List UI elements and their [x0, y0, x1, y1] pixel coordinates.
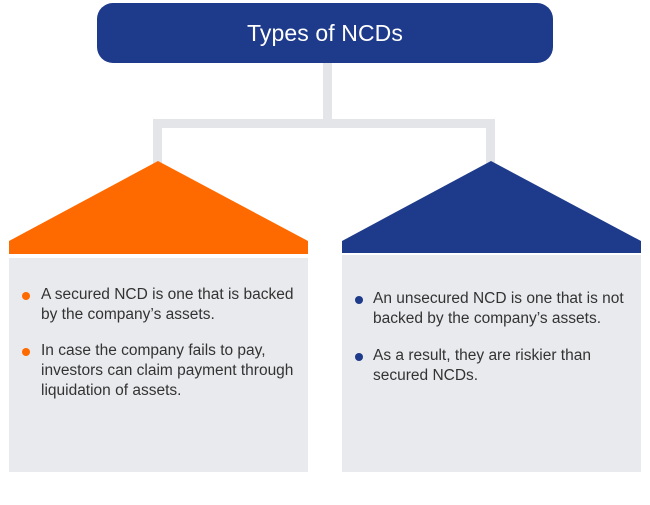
- unsecured-item-text: As a result, they are riskier than secur…: [373, 347, 591, 384]
- secured-item: A secured NCD is one that is backed by t…: [22, 285, 294, 325]
- connector-left-drop: [153, 119, 162, 164]
- connector-right-drop: [486, 119, 495, 164]
- connector-bar: [153, 119, 495, 128]
- bullet-icon: [355, 353, 363, 361]
- secured-item: In case the company fails to pay, invest…: [22, 341, 294, 401]
- unsecured-item: An unsecured NCD is one that is not back…: [355, 289, 627, 329]
- unsecured-item: As a result, they are riskier than secur…: [355, 346, 627, 386]
- unsecured-roof-shape: [342, 161, 641, 253]
- connector-stem: [323, 63, 332, 123]
- bullet-icon: [22, 292, 30, 300]
- diagram-title: Types of NCDs: [97, 3, 553, 63]
- secured-list: A secured NCD is one that is backed by t…: [22, 285, 294, 401]
- diagram-title-text: Types of NCDs: [247, 19, 403, 46]
- secured-roof-shape: [9, 161, 308, 254]
- secured-item-text: A secured NCD is one that is backed by t…: [41, 286, 294, 323]
- unsecured-list: An unsecured NCD is one that is not back…: [355, 289, 627, 386]
- bullet-icon: [355, 296, 363, 304]
- secured-item-text: In case the company fails to pay, invest…: [41, 342, 294, 399]
- unsecured-item-text: An unsecured NCD is one that is not back…: [373, 290, 624, 327]
- unsecured-panel: An unsecured NCD is one that is not back…: [342, 255, 641, 472]
- secured-panel: A secured NCD is one that is backed by t…: [9, 258, 308, 472]
- bullet-icon: [22, 348, 30, 356]
